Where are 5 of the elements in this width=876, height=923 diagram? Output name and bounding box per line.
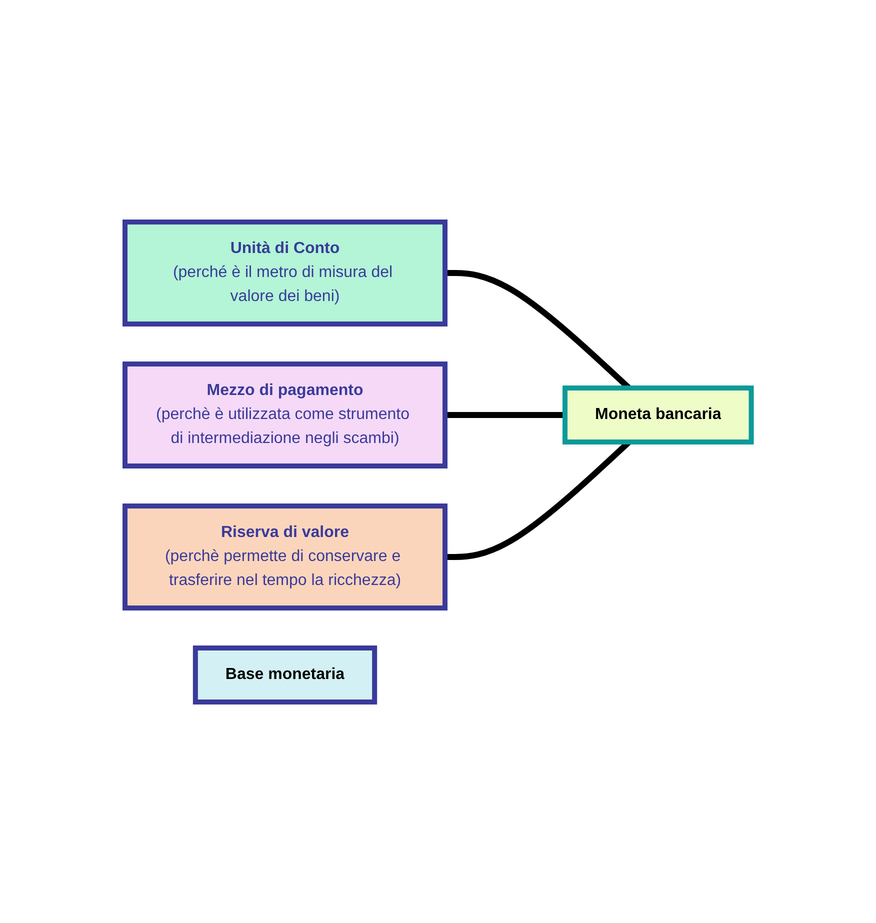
node-box: Base monetaria: [192, 645, 377, 704]
node-box: Unità di Conto (perché è il metro di misura del valore dei beni): [122, 219, 448, 326]
node-box: Riserva di valore (perchè permette di conservare e trasferire nel tempo la ricchezza): [122, 503, 448, 610]
node-box: Mezzo di pagamento (perchè è utilizzata come strumento di intermediazione negli scambi): [122, 361, 448, 468]
node-box: Moneta bancaria: [562, 385, 754, 444]
